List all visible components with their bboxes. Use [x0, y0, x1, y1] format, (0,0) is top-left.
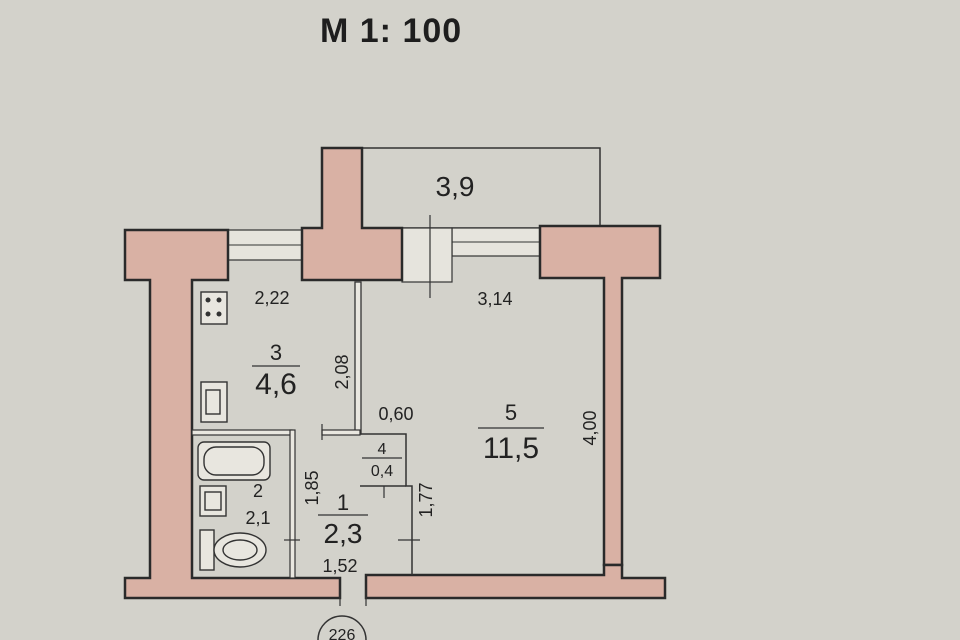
stove-icon: [200, 291, 228, 325]
living-width-dim: 3,14: [477, 289, 512, 309]
door-ticks: [284, 424, 420, 606]
bathroom-number: 2: [253, 481, 263, 501]
balcony-outline: [361, 147, 601, 229]
balcony-area-label: 3,9: [436, 171, 475, 202]
wall-right-top: [538, 224, 662, 567]
hall-area: 2,3: [324, 518, 363, 549]
wall-top-pier: [300, 146, 404, 282]
washbasin-icon: [199, 485, 227, 517]
window-kitchen: [227, 229, 303, 261]
kitchen-sink-icon: [200, 381, 228, 423]
scale-title: M 1: 100: [320, 12, 463, 50]
partition-bath-hall: [289, 429, 296, 579]
partition-hall-top: [321, 429, 361, 436]
hall-length-dim: 1,85: [302, 470, 322, 505]
closet-number: 4: [378, 441, 387, 458]
closet-area: 0,4: [371, 463, 393, 480]
balcony-door: [401, 215, 453, 298]
window-living: [451, 227, 541, 257]
living-length-dim: 4,00: [580, 410, 600, 445]
corridor-length-dim: 1,77: [416, 482, 436, 517]
wall-right-bottom: [364, 563, 667, 600]
toilet-icon: [199, 529, 267, 571]
kitchen-number: 3: [270, 340, 282, 365]
footer-marker-label: 226: [329, 627, 356, 640]
living-number: 5: [505, 400, 517, 425]
living-area: 11,5: [483, 432, 539, 465]
hall-width-dim: 1,52: [322, 556, 357, 576]
footer-marker-circle: [317, 615, 367, 640]
kitchen-width-dim: 2,22: [254, 288, 289, 308]
bathtub-icon: [197, 441, 271, 481]
partition-kitchen-bath: [191, 429, 293, 436]
hall-number: 1: [337, 490, 349, 515]
bathroom-area: 2,1: [245, 508, 270, 528]
kitchen-length-dim: 2,08: [332, 354, 352, 389]
closet-width-dim: 0,60: [378, 404, 413, 424]
partition-kitchen: [354, 281, 362, 435]
kitchen-area: 4,6: [255, 368, 297, 401]
